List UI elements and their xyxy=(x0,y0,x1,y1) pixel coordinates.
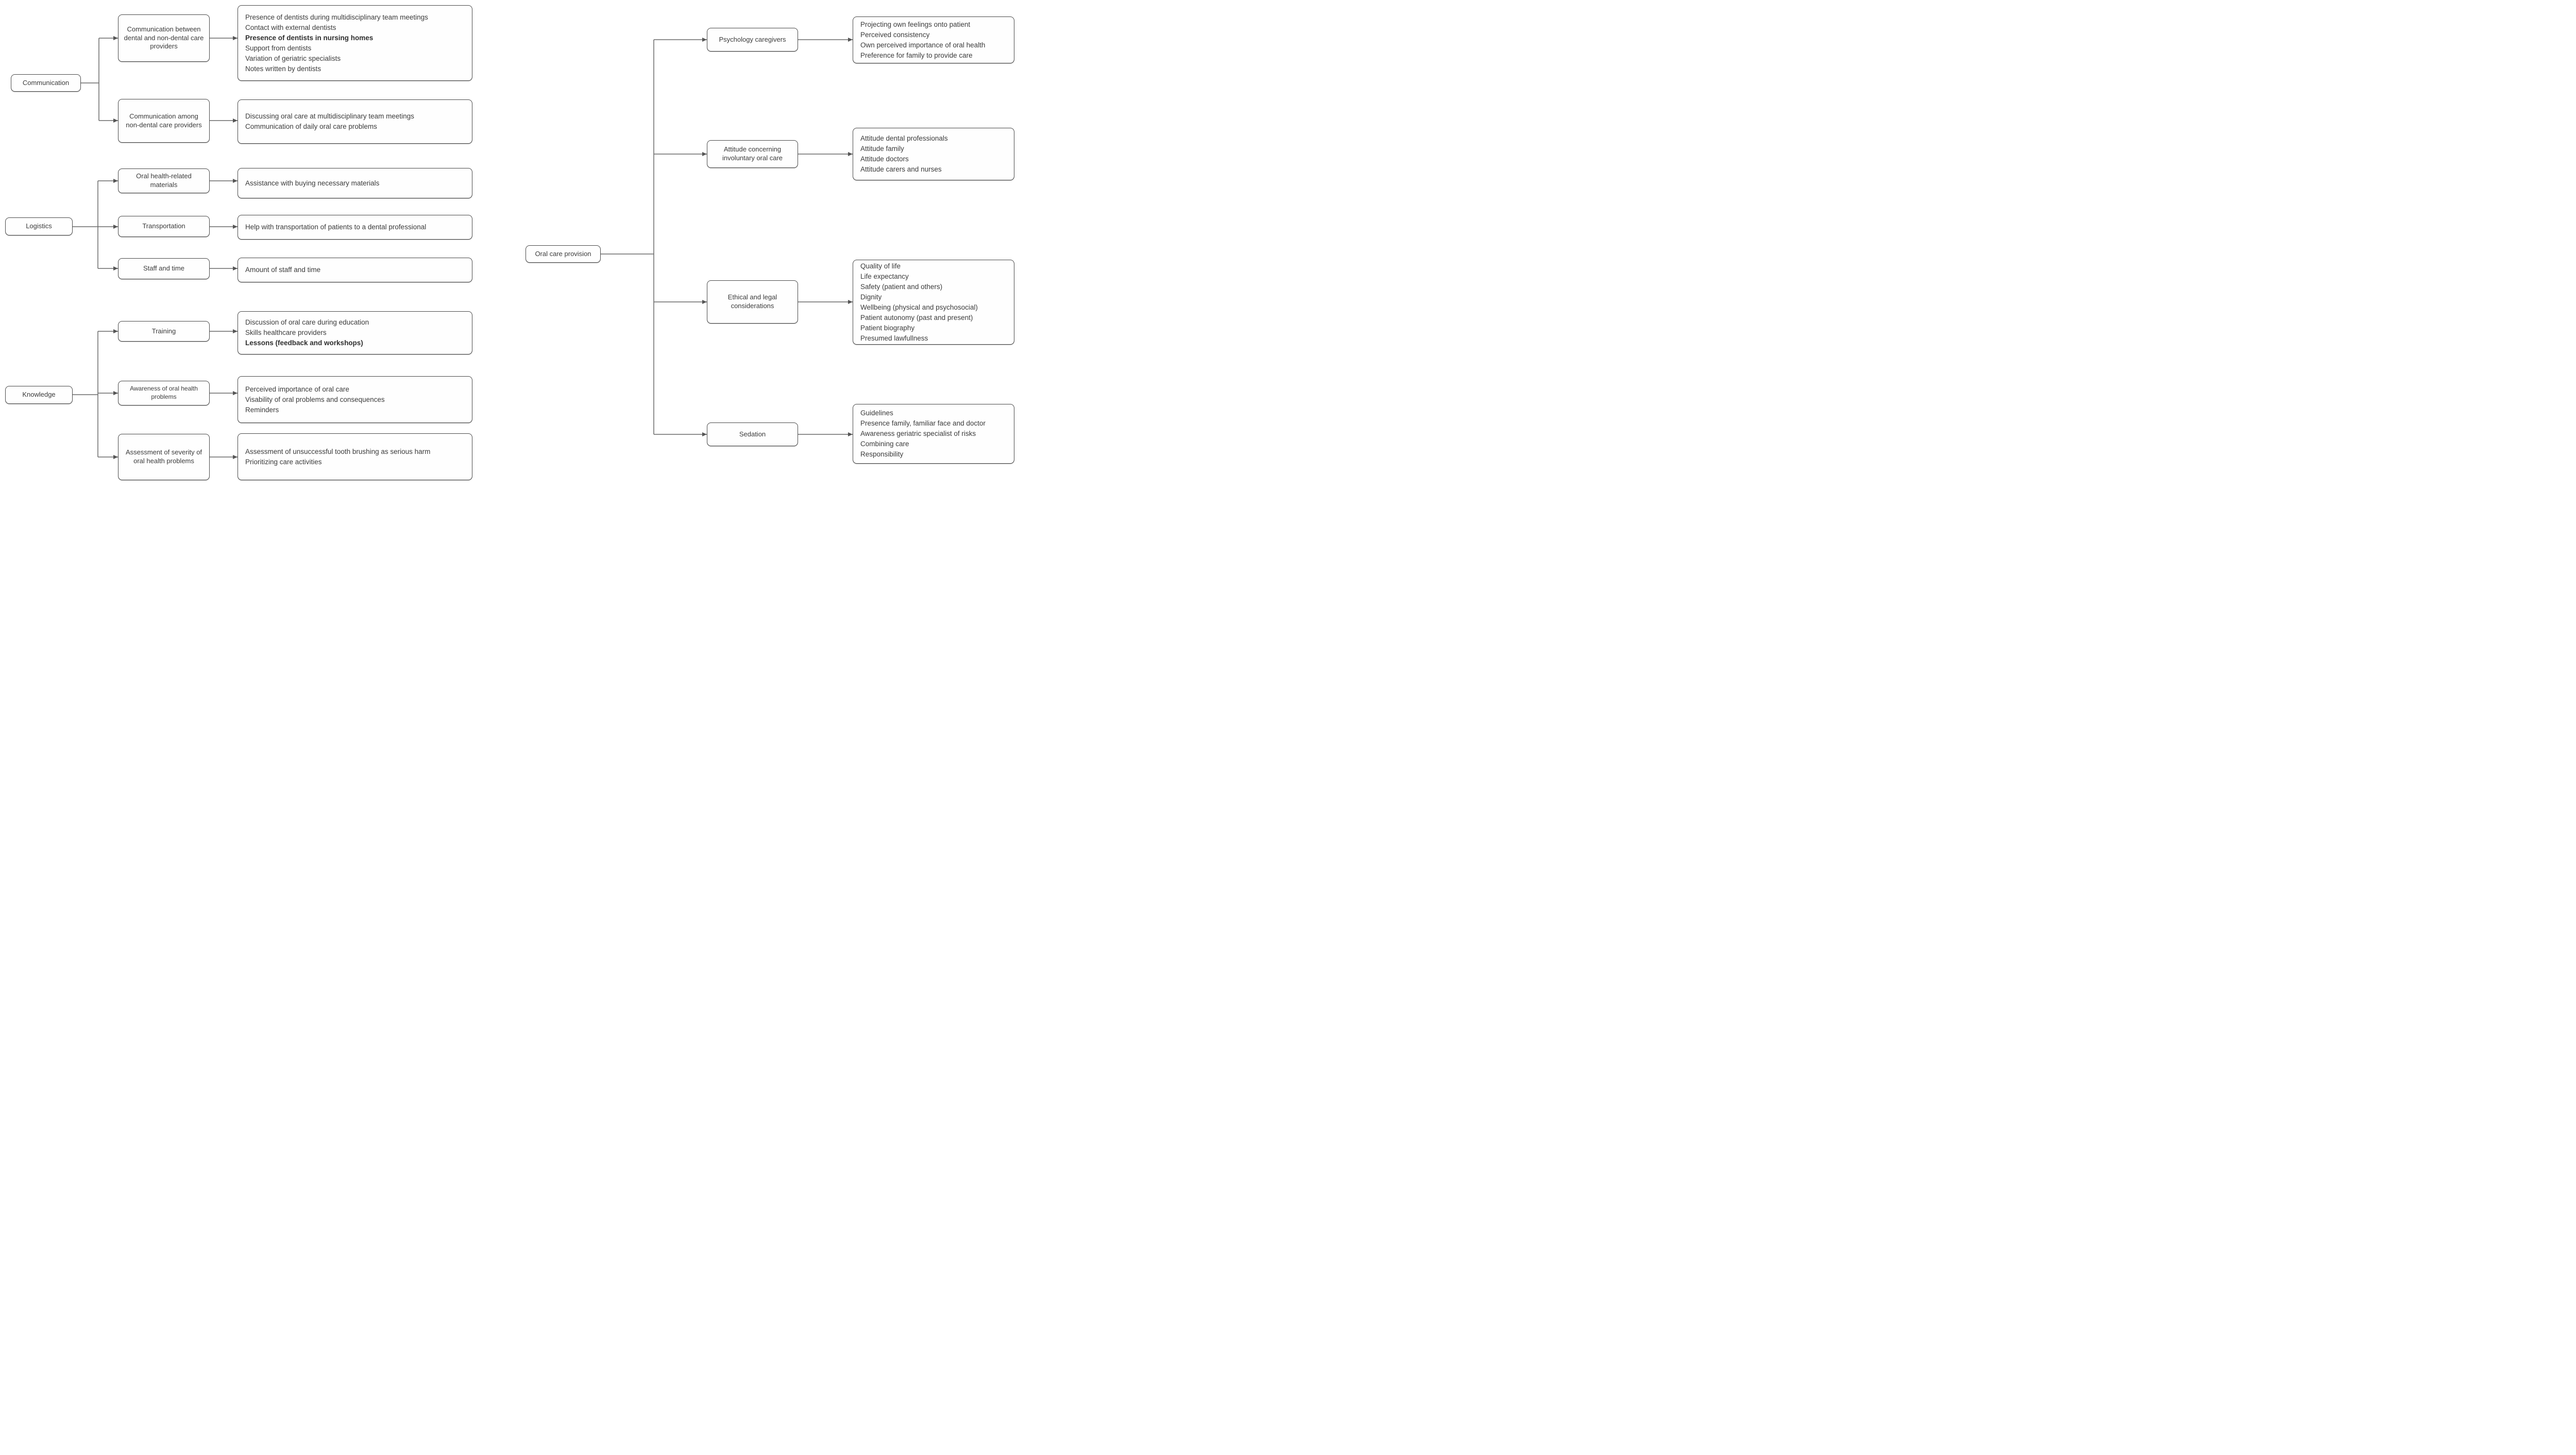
details-training: Discussion of oral care during education… xyxy=(238,311,472,354)
detail-line: Notes written by dentists xyxy=(245,64,321,73)
node-knowledge: Knowledge xyxy=(5,386,73,404)
node-label: Staff and time xyxy=(143,264,184,273)
node-communication: Communication xyxy=(11,74,81,92)
details-staff-and-time: Amount of staff and time xyxy=(238,258,472,282)
details-assessment-severity: Assessment of unsuccessful tooth brushin… xyxy=(238,433,472,480)
detail-line: Discussion of oral care during education xyxy=(245,318,369,326)
detail-line: Attitude dental professionals xyxy=(860,134,948,142)
node-label: Communication among non-dental care prov… xyxy=(126,112,202,129)
node-label: Transportation xyxy=(142,222,185,230)
details-transportation: Help with transportation of patients to … xyxy=(238,215,472,240)
detail-line: Wellbeing (physical and psychosocial) xyxy=(860,303,978,311)
node-training: Training xyxy=(118,321,210,342)
detail-line: Safety (patient and others) xyxy=(860,282,943,291)
diagram-canvas: Communication Logistics Knowledge Commun… xyxy=(0,0,1020,485)
detail-line: Presumed lawfullness xyxy=(860,334,928,342)
detail-line: Combining care xyxy=(860,440,909,448)
details-communication-dental-nondental: Presence of dentists during multidiscipl… xyxy=(238,5,472,81)
node-logistics: Logistics xyxy=(5,217,73,235)
detail-line: Reminders xyxy=(245,405,279,414)
detail-line: Preference for family to provide care xyxy=(860,51,973,59)
connector-layer xyxy=(72,36,853,459)
detail-line: Help with transportation of patients to … xyxy=(245,223,427,231)
detail-line: Responsibility xyxy=(860,450,904,458)
detail-line: Lessons (feedback and workshops) xyxy=(245,339,363,347)
detail-line: Awareness geriatric specialist of risks xyxy=(860,430,976,437)
detail-line: Skills healthcare providers xyxy=(245,329,327,336)
node-label: Communication xyxy=(22,78,70,87)
node-label: Communication between dental and non-den… xyxy=(124,25,204,50)
detail-line: Dignity xyxy=(860,293,882,301)
node-label: Ethical and legal considerations xyxy=(727,293,777,310)
node-label: Training xyxy=(151,327,176,335)
detail-line: Attitude carers and nurses xyxy=(860,165,942,173)
detail-line: Perceived importance of oral care xyxy=(245,385,349,393)
node-ethical-legal-considerations: Ethical and legal considerations xyxy=(707,280,798,324)
node-label: Psychology caregivers xyxy=(719,35,786,43)
detail-line: Presence of dentists during multidiscipl… xyxy=(245,13,428,21)
node-oral-care-provision: Oral care provision xyxy=(526,245,601,263)
node-label: Knowledge xyxy=(22,391,56,399)
detail-line: Patient autonomy (past and present) xyxy=(860,313,973,322)
node-label: Oral health-related materials xyxy=(136,172,192,189)
detail-line: Projecting own feelings onto patient xyxy=(860,20,971,28)
detail-line: Variation of geriatric specialists xyxy=(245,54,341,62)
detail-line: Perceived consistency xyxy=(860,30,930,39)
node-label: Awareness of oral health problems xyxy=(130,385,198,400)
detail-line: Assessment of unsuccessful tooth brushin… xyxy=(245,447,431,455)
node-label: Assessment of severity of oral health pr… xyxy=(125,448,202,465)
node-psychology-caregivers: Psychology caregivers xyxy=(707,28,798,52)
detail-line: Assistance with buying necessary materia… xyxy=(245,179,380,187)
detail-line: Amount of staff and time xyxy=(245,266,321,274)
node-communication-dental-nondental: Communication between dental and non-den… xyxy=(118,14,210,62)
detail-line: Visability of oral problems and conseque… xyxy=(245,395,385,403)
detail-line: Life expectancy xyxy=(860,272,909,280)
detail-line: Communication of daily oral care problem… xyxy=(245,123,377,130)
detail-line: Presence of dentists in nursing homes xyxy=(245,33,374,42)
node-label: Logistics xyxy=(26,222,52,230)
detail-line: Attitude doctors xyxy=(860,155,909,163)
node-awareness-oral-health-problems: Awareness of oral health problems xyxy=(118,381,210,405)
detail-line: Support from dentists xyxy=(245,44,312,52)
detail-line: Guidelines xyxy=(860,409,893,417)
details-oral-health-materials: Assistance with buying necessary materia… xyxy=(238,168,472,198)
node-label: Oral care provision xyxy=(535,249,591,258)
node-assessment-severity: Assessment of severity of oral health pr… xyxy=(118,434,210,480)
node-staff-and-time: Staff and time xyxy=(118,258,210,279)
detail-line: Discussing oral care at multidisciplinar… xyxy=(245,112,414,120)
details-communication-among-nondental: Discussing oral care at multidisciplinar… xyxy=(238,99,472,144)
detail-line: Presence family, familiar face and docto… xyxy=(860,419,986,427)
detail-line: Prioritizing care activities xyxy=(245,458,322,466)
detail-line: Patient biography xyxy=(860,324,915,332)
node-communication-among-nondental: Communication among non-dental care prov… xyxy=(118,99,210,143)
detail-line: Quality of life xyxy=(860,262,901,270)
detail-line: Own perceived importance of oral health xyxy=(860,41,986,49)
node-label: Sedation xyxy=(739,430,766,438)
detail-line: Contact with external dentists xyxy=(245,23,336,31)
node-oral-health-materials: Oral health-related materials xyxy=(118,168,210,193)
node-transportation: Transportation xyxy=(118,216,210,237)
node-attitude-involuntary-oral-care: Attitude concerning involuntary oral car… xyxy=(707,140,798,168)
detail-line: Attitude family xyxy=(860,145,904,153)
node-label: Attitude concerning involuntary oral car… xyxy=(722,145,783,162)
node-sedation: Sedation xyxy=(707,422,798,446)
